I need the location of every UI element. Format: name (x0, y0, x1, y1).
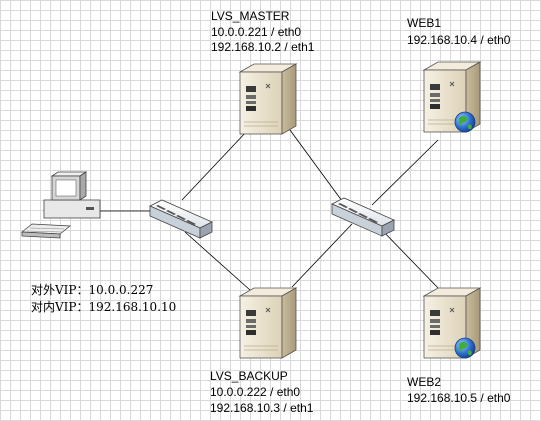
link-backup-to-switch2 (291, 223, 353, 288)
internal-vip: 对内VIP：192.168.10.10 (31, 300, 177, 314)
lvs-master-name: LVS_MASTER (211, 9, 290, 23)
link-master-to-switch2 (289, 129, 346, 206)
link-switch2-to-web1 (371, 139, 439, 206)
client-pc-icon (20, 171, 101, 239)
globe-icon (454, 111, 476, 133)
lvs-backup-ip-eth1: 192.168.10.3 / eth1 (210, 401, 314, 415)
web1-ip: 192.168.10.4 / eth0 (407, 33, 511, 47)
web1-name: WEB1 (407, 16, 442, 30)
lvs-backup-server-icon (239, 287, 297, 359)
switch-right-icon (331, 197, 395, 237)
globe-icon (454, 337, 476, 359)
lvs-master-ip-eth1: 192.168.10.2 / eth1 (211, 40, 315, 54)
lvs-master-ip-eth0: 10.0.0.221 / eth0 (211, 25, 302, 39)
switch-left-icon (149, 199, 213, 239)
web2-ip: 192.168.10.5 / eth0 (407, 391, 511, 405)
lvs-backup-name: LVS_BACKUP (210, 369, 288, 383)
web1-server-icon (423, 61, 481, 133)
lvs-master-server-icon (239, 63, 297, 135)
connections (100, 129, 441, 291)
link-switch2-to-web2 (379, 227, 441, 291)
web2-server-icon (423, 287, 481, 359)
link-switch-to-backup (184, 231, 251, 291)
external-vip: 对外VIP：10.0.0.227 (31, 283, 154, 297)
web2-name: WEB2 (407, 375, 442, 389)
lvs-backup-ip-eth0: 10.0.0.222 / eth0 (210, 385, 301, 399)
link-switch-to-master (181, 129, 249, 201)
